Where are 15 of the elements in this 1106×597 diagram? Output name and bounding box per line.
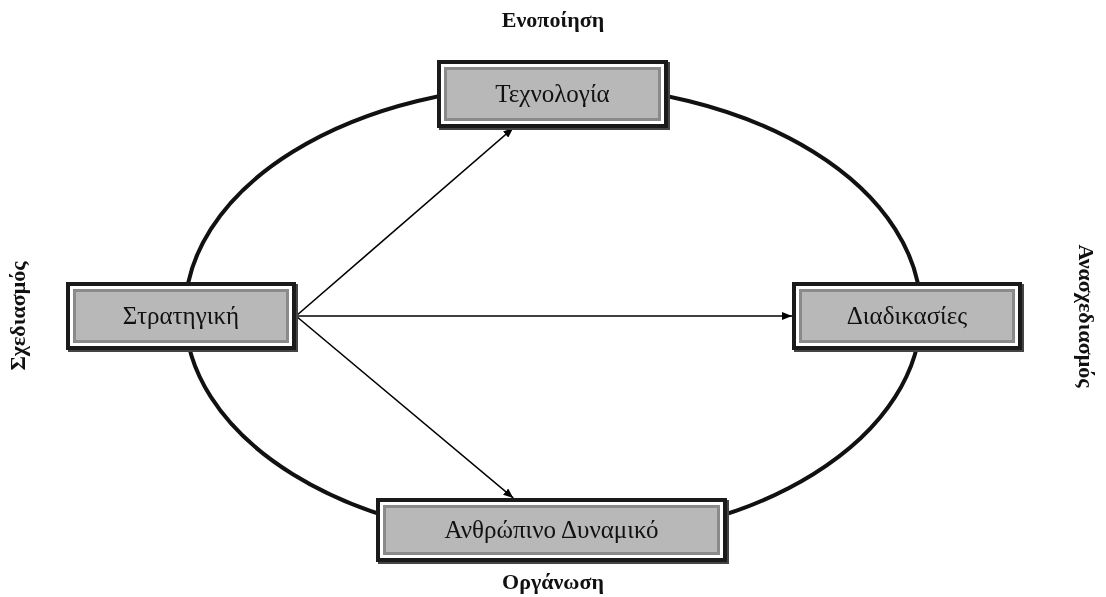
box-label: Διαδικασίες [846,302,968,330]
phase-label: Ενοποίηση [501,7,605,33]
phase-label: Οργάνωση [502,569,604,595]
phase-label: Ανασχεδιασμός [1073,244,1099,388]
concept-box [376,498,727,562]
arrow [295,312,793,320]
concept-box [66,282,296,350]
arrow [295,315,515,499]
box-label: Τεχνολογία [495,80,610,108]
concept-box [437,60,668,128]
arrow [295,127,514,317]
concept-box [792,282,1022,350]
box-label: Στρατηγική [122,302,240,330]
phase-label: Σχεδιασμός [5,261,31,371]
box-label: Ανθρώπινο Δυναμικό [444,516,659,544]
